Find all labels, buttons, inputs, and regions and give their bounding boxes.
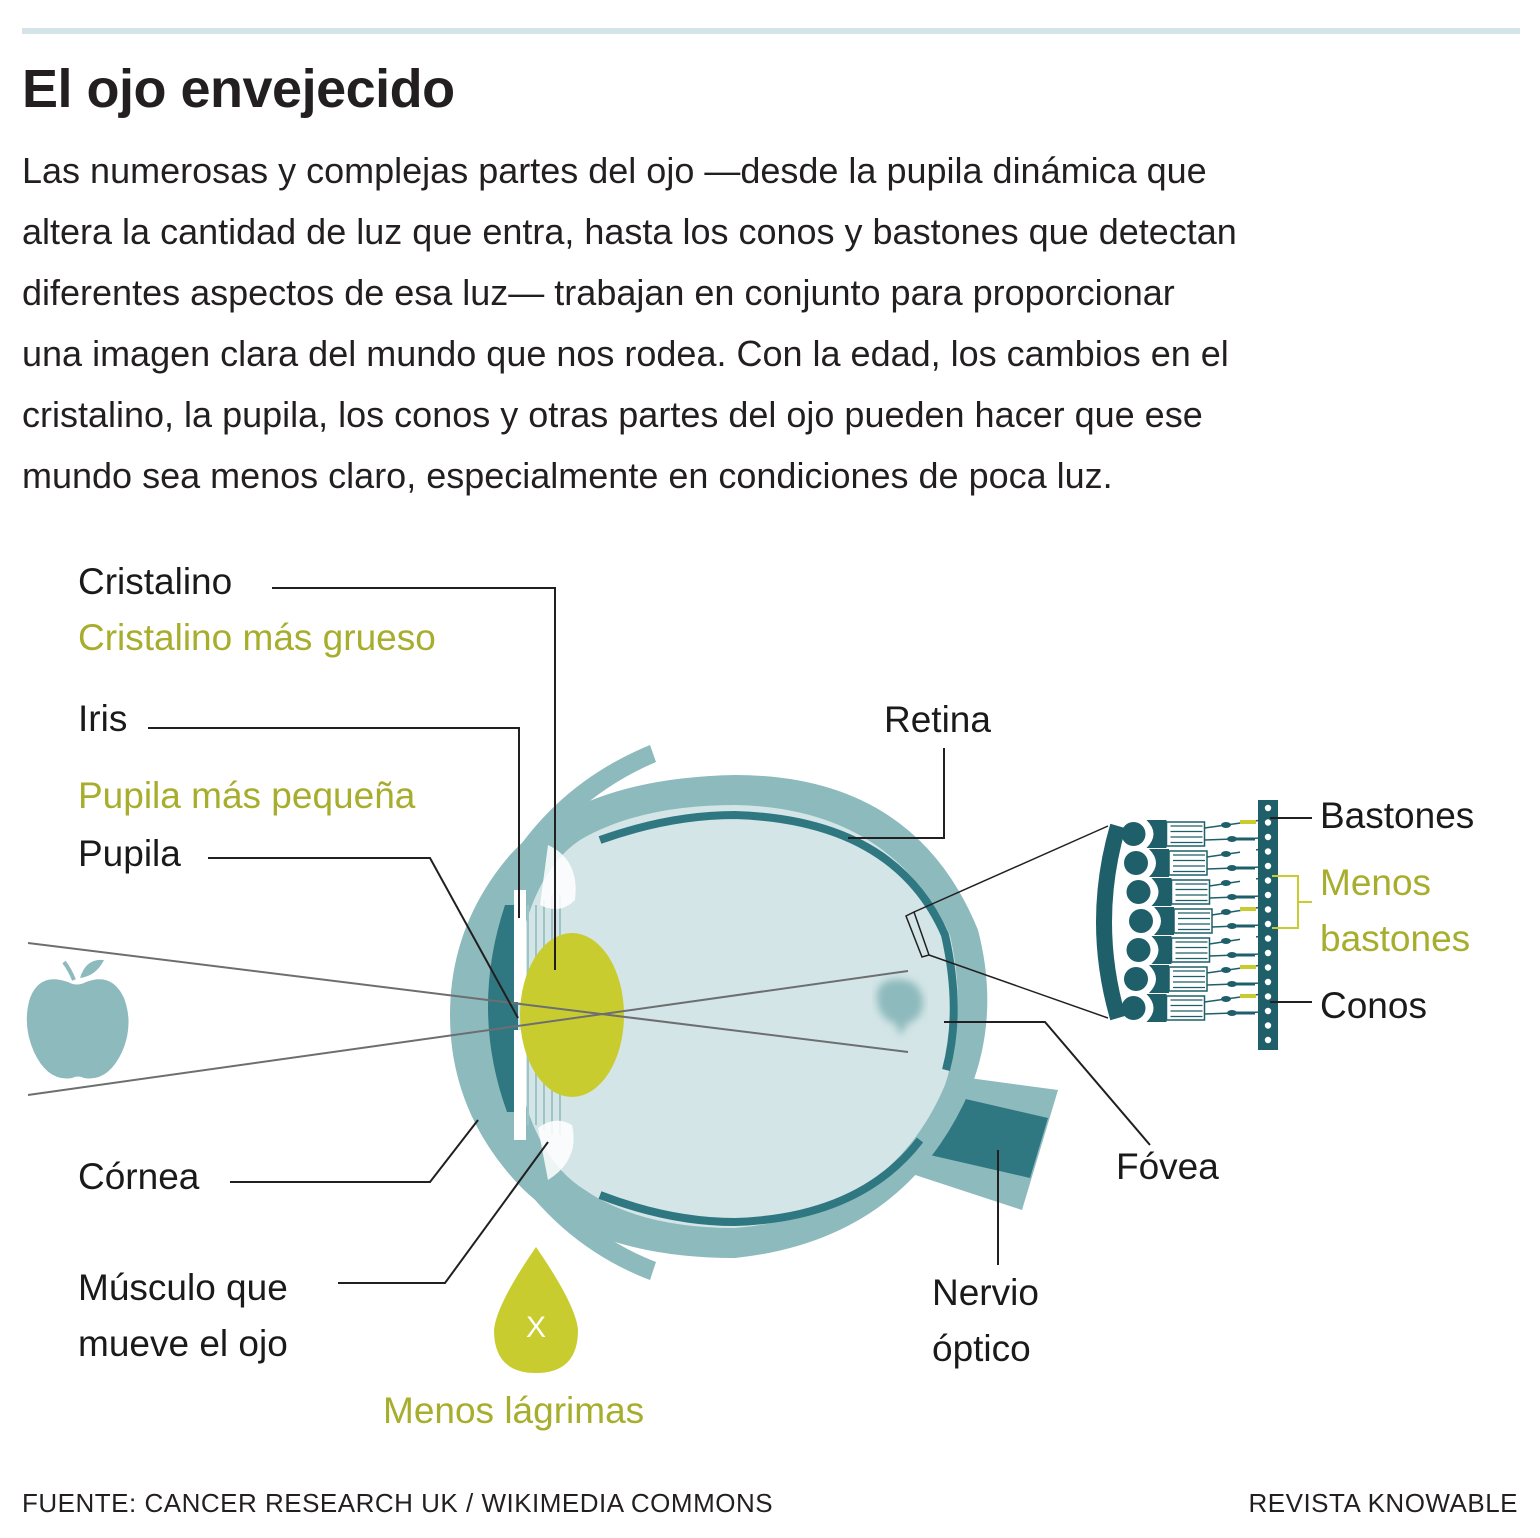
retina-cell-row — [1126, 935, 1263, 964]
top-divider — [22, 28, 1520, 34]
label-nervio-line: óptico — [932, 1328, 1031, 1369]
intro-line: cristalino, la pupila, los conos y otras… — [22, 394, 1203, 435]
label-menos-lagrimas: Menos lágrimas — [383, 1390, 645, 1431]
vitreous-body — [528, 823, 940, 1210]
label-menos-bastones-line: Menos — [1320, 862, 1432, 903]
label-nervio-optico: Nervio óptico — [932, 1265, 1039, 1377]
label-retina: Retina — [884, 699, 991, 740]
retina-layer — [598, 810, 958, 1072]
retina-cell-row — [1124, 964, 1263, 993]
retina-zoom-marker — [905, 825, 1109, 1019]
label-pupila: Pupila — [78, 833, 181, 874]
apple-icon — [26, 959, 129, 1079]
leader-lines — [148, 587, 1312, 1284]
retina-cell-row — [1129, 906, 1263, 935]
label-musculo: Músculo que mueve el ojo — [78, 1260, 288, 1372]
label-bastones: Bastones — [1320, 795, 1475, 836]
label-nervio-line: Nervio — [932, 1272, 1039, 1313]
footer-credit: REVISTA KNOWABLE — [1248, 1488, 1518, 1518]
label-cristalino-grueso: Cristalino más grueso — [78, 617, 436, 658]
retina-layer-lower — [598, 1137, 924, 1227]
light-rays — [27, 942, 909, 1096]
label-cornea: Córnea — [78, 1156, 200, 1197]
retina-cells-detail — [1096, 800, 1278, 1050]
tear-x-mark: X — [526, 1311, 546, 1344]
tear-drop-icon — [494, 1247, 578, 1373]
ciliary-lower — [538, 1120, 574, 1180]
intro-line: Las numerosas y complejas partes del ojo… — [22, 150, 1207, 191]
label-iris: Iris — [78, 698, 128, 739]
footer-source: FUENTE: CANCER RESEARCH UK / WIKIMEDIA C… — [22, 1488, 774, 1518]
page-title: El ojo envejecido — [22, 59, 455, 119]
intro-paragraph: Las numerosas y complejas partes del ojo… — [22, 140, 1518, 506]
label-cristalino: Cristalino — [78, 561, 233, 602]
ciliary-upper — [540, 845, 576, 909]
retina-cell-row — [1124, 848, 1263, 877]
retina-image-icon — [876, 979, 924, 1036]
menos-bastones-bracket — [1272, 875, 1312, 929]
label-menos-bastones: Menos bastones — [1320, 855, 1470, 967]
label-menos-bastones-line: bastones — [1320, 918, 1471, 959]
label-musculo-line: mueve el ojo — [78, 1323, 288, 1364]
intro-line: mundo sea menos claro, especialmente en … — [22, 455, 1113, 496]
retina-cell-row — [1126, 877, 1263, 906]
retina-cell-row — [1121, 819, 1263, 848]
intro-line: una imagen clara del mundo que nos rodea… — [22, 333, 1229, 374]
cornea — [468, 880, 522, 1140]
label-pupila-pequena: Pupila más pequeña — [78, 775, 416, 816]
label-musculo-line: Músculo que — [78, 1267, 288, 1308]
lens — [520, 933, 624, 1097]
label-fovea: Fóvea — [1116, 1146, 1219, 1187]
intro-line: altera la cantidad de luz que entra, has… — [22, 211, 1237, 252]
intro-line: diferentes aspectos de esa luz— trabajan… — [22, 272, 1175, 313]
label-conos: Conos — [1320, 985, 1427, 1026]
fovea-pit — [935, 1005, 947, 1031]
retina-cell-row — [1121, 993, 1263, 1022]
